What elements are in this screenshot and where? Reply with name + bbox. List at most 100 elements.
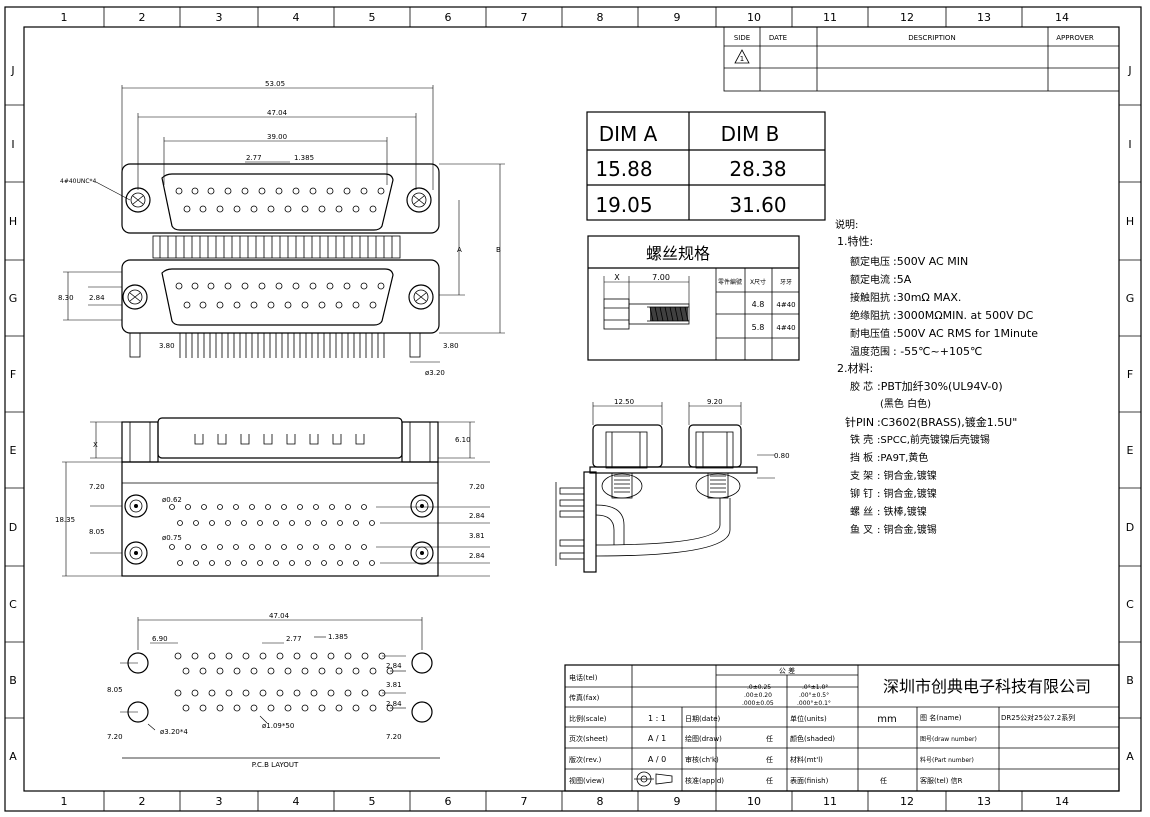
row-label: A	[9, 750, 17, 763]
col-label: 12	[900, 11, 914, 24]
row-label: C	[1126, 598, 1134, 611]
spec-notes: 说明: 1.特性: 额定电压 :500V AC MIN 额定电流 :5A 接触阻…	[835, 218, 1038, 536]
dim-label: 6.90	[152, 635, 168, 643]
col-label: 2	[139, 11, 146, 24]
row-label: B	[9, 674, 17, 687]
dim-label: 1.385	[328, 633, 348, 641]
row-label: I	[11, 138, 14, 151]
row-label: D	[1126, 521, 1134, 534]
tb-fax-label: 传真(fax)	[569, 693, 600, 702]
row-label: D	[9, 521, 17, 534]
screw-cell: 4.8	[752, 300, 765, 309]
note-value: :500V AC MIN	[893, 255, 968, 268]
note-key: 额定电压	[850, 255, 890, 268]
col-label: 13	[977, 11, 991, 24]
dim-label: 47.04	[267, 109, 288, 117]
tb-name-value: DR25公对25公7.2系列	[1001, 713, 1075, 722]
dim-label: 4#40UNC*4	[60, 178, 97, 185]
dim-label: 8.05	[89, 528, 105, 536]
col-label: 14	[1055, 11, 1069, 24]
upper-pins-row1	[175, 187, 385, 195]
col-label: 9	[674, 795, 681, 808]
dim-label: 12.50	[614, 398, 634, 406]
note-value: (黑色 白色)	[880, 397, 931, 410]
note-key: 耐电压值	[850, 327, 890, 340]
top-view-drawing: 53.05 47.04 39.00 2.77 1.385 4#40UNC*4	[58, 80, 505, 377]
note-key: 挡 板	[850, 451, 873, 464]
note-key: 胶 芯	[850, 380, 873, 393]
note-value: :30mΩ MAX.	[893, 291, 961, 304]
tb-rev-value: A / 0	[648, 755, 666, 764]
screw-drawing: X 7.00	[603, 273, 690, 330]
side-view-drawing: 12.50 9.20 0.80	[555, 398, 790, 573]
dim-cell: 31.60	[729, 193, 786, 217]
col-label: 1	[61, 795, 68, 808]
tb-finish-label: 表面(finish)	[790, 776, 829, 785]
tb-check-value: 任	[766, 755, 773, 764]
dim-label: ø3.20*4	[160, 728, 188, 736]
col-label: 13	[977, 795, 991, 808]
note-key: 针PIN	[845, 415, 874, 429]
col-label: 10	[747, 11, 761, 24]
row-label: G	[1126, 292, 1135, 305]
projection-symbol-icon	[634, 771, 673, 787]
dim-label: 8.05	[107, 686, 123, 694]
note-value: : 铜合金,镀镍	[877, 469, 937, 482]
col-label: 10	[747, 795, 761, 808]
note-value: :PBT加纤30%(UL94V-0)	[877, 380, 1003, 393]
dim-header-a: DIM A	[599, 122, 658, 146]
tb-tol-a: .00±0.20	[744, 692, 772, 699]
tb-units-value: mm	[877, 714, 896, 725]
row-label: G	[9, 292, 18, 305]
note-value: : 铜合金,镀镍	[877, 487, 937, 500]
dim-table: DIM A DIM B 15.88 28.38 19.05 31.60	[586, 111, 826, 221]
rev-approver-header: APPROVER	[1056, 34, 1094, 42]
tb-drawnum-label: 图号(draw number)	[920, 736, 977, 743]
tb-view-label: 视图(view)	[569, 776, 605, 785]
row-label: H	[9, 215, 17, 228]
col-label: 5	[369, 11, 376, 24]
col-label: 8	[597, 795, 604, 808]
col-label: 3	[216, 795, 223, 808]
dim-label: 2.77	[286, 635, 302, 643]
note-value: :5A	[893, 273, 912, 286]
dim-cell: 19.05	[595, 193, 652, 217]
tb-scale-value: 1 : 1	[648, 714, 666, 723]
note-value: : 铁棒,镀镍	[877, 505, 927, 518]
rev-date-header: DATE	[769, 34, 787, 42]
row-label: A	[1126, 750, 1134, 763]
tb-tol-b: .00°±0.5°	[799, 692, 829, 699]
notes-section-2: 2.材料:	[837, 361, 873, 375]
dim-label: 7.20	[89, 483, 105, 491]
note-value: : -55℃~+105℃	[893, 345, 982, 358]
row-label: H	[1126, 215, 1134, 228]
row-label: F	[1127, 368, 1133, 381]
rev-description-header: DESCRIPTION	[908, 34, 955, 42]
note-key: 铆 钉	[850, 487, 873, 500]
note-key: 绝缘阻抗	[850, 309, 890, 322]
note-key: 鱼 叉	[850, 523, 873, 536]
col-label: 9	[674, 11, 681, 24]
col-label: 6	[445, 11, 452, 24]
tb-company-name: 深圳市创典电子科技有限公司	[883, 677, 1091, 696]
col-label: 5	[369, 795, 376, 808]
pcb-layout-title: P.C.B LAYOUT	[252, 761, 299, 769]
dim-label: 3.81	[469, 532, 485, 540]
dim-header-b: DIM B	[721, 122, 780, 146]
col-label: 4	[293, 11, 300, 24]
tb-name-label: 图 名(name)	[920, 713, 962, 722]
screw-header: 牙牙	[780, 279, 792, 286]
row-label: E	[10, 444, 17, 457]
tb-approved-value: 任	[766, 776, 773, 785]
col-label: 12	[900, 795, 914, 808]
revision-table: SIDE DATE DESCRIPTION APPROVER 1	[723, 26, 1120, 92]
col-label: 6	[445, 795, 452, 808]
dim-label: 18.35	[55, 516, 75, 524]
dim-label: ø0.75	[162, 534, 182, 542]
dim-x-label: X	[93, 441, 98, 449]
screw-cell: 4#40	[776, 324, 795, 332]
tb-material-label: 材料(mt'l)	[790, 755, 823, 764]
note-key: 额定电流	[850, 273, 890, 286]
screw-cell: 4#40	[776, 301, 795, 309]
note-key: 温度范围	[850, 345, 890, 358]
